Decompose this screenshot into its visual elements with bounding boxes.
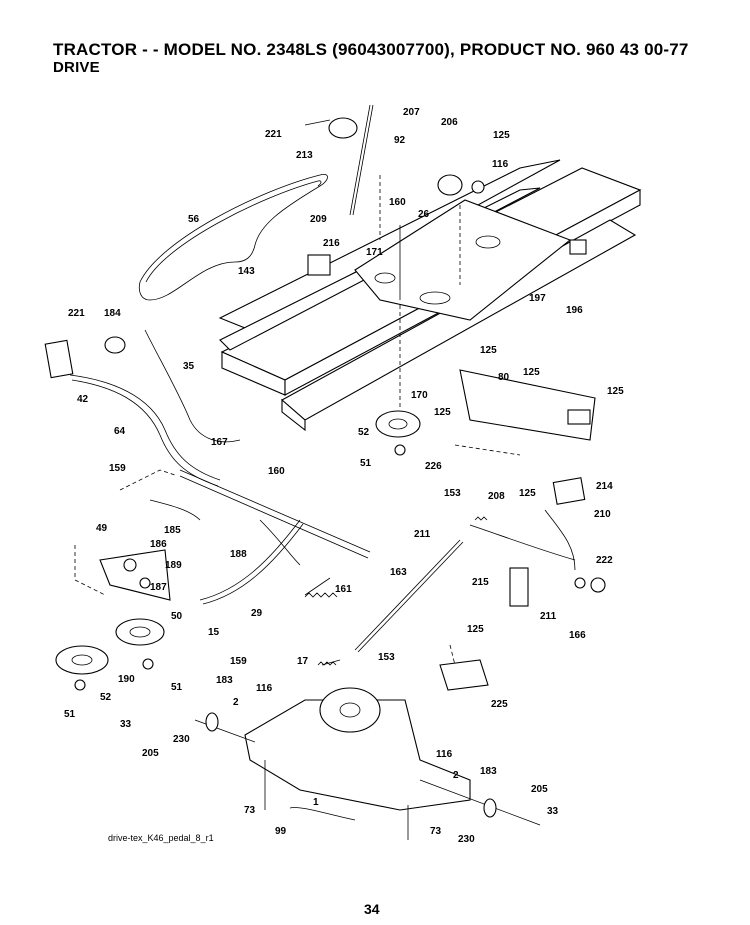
part-label: 205 [531,784,548,795]
part-label: 2 [233,697,239,708]
part-label: 211 [540,611,557,622]
page-title: TRACTOR - - MODEL NO. 2348LS (9604300770… [53,40,689,59]
part-label: 205 [142,748,159,759]
part-label: 49 [96,523,108,534]
part-label: 80 [498,372,510,383]
part-label: 230 [458,834,475,845]
part-label: 125 [467,624,484,635]
part-label: 216 [323,238,340,249]
part-label: 64 [114,426,126,437]
part-label: 207 [403,107,420,118]
part-labels: 221 213 92 207 206 125 116 160 26 209 56… [64,107,624,845]
part-label: 2 [453,770,459,781]
upper-linkage-illustration [304,104,485,300]
part-label: 153 [444,488,461,499]
shift-lever-illustration [44,329,241,487]
part-label: 160 [268,466,285,477]
part-label: 213 [296,150,313,161]
part-label: 170 [411,390,428,401]
part-label: 52 [100,692,112,703]
part-label: 183 [480,766,497,777]
part-label: 51 [360,458,372,469]
part-label: 215 [472,577,489,588]
part-label: 206 [441,117,458,128]
drawing-file-code: drive-tex_K46_pedal_8_r1 [108,833,214,843]
page-number: 34 [364,901,380,917]
part-label: 208 [488,491,505,502]
part-label: 116 [492,159,509,170]
part-label: 214 [596,481,613,492]
section-subtitle: DRIVE [53,59,100,76]
part-label: 221 [265,129,282,140]
part-label: 210 [594,509,611,520]
part-label: 116 [436,749,453,760]
part-label: 159 [230,656,247,667]
part-label: 160 [389,197,406,208]
part-label: 230 [173,734,190,745]
part-label: 50 [171,611,183,622]
part-label: 184 [104,308,121,319]
cross-shaft-illustration [149,469,371,559]
part-label: 73 [430,826,442,837]
part-label: 167 [211,437,228,448]
part-label: 125 [480,345,497,356]
part-label: 52 [358,427,370,438]
part-label: 166 [569,630,586,641]
part-label: 188 [230,549,247,560]
drive-belt-illustration [138,173,328,301]
part-label: 187 [150,582,167,593]
part-label: 163 [390,567,407,578]
part-label: 42 [77,394,89,405]
part-label: 17 [297,656,309,667]
part-label: 209 [310,214,327,225]
pedal-assembly-illustration [439,369,606,691]
part-label: 125 [523,367,540,378]
part-label: 99 [275,826,287,837]
part-label: 33 [547,806,559,817]
part-label: 51 [171,682,183,693]
part-label: 143 [238,266,255,277]
part-label: 211 [414,529,431,540]
part-label: 189 [165,560,182,571]
part-label: 125 [493,130,510,141]
part-label: 226 [425,461,442,472]
part-label: 35 [183,361,195,372]
part-label: 125 [607,386,624,397]
part-label: 186 [150,539,167,550]
part-label: 185 [164,525,181,536]
part-label: 1 [313,797,319,808]
part-label: 171 [366,247,383,258]
part-label: 33 [120,719,132,730]
transaxle-illustration [194,687,541,840]
part-label: 183 [216,675,233,686]
idler-pulleys-illustration [55,410,421,691]
leader-dashes [74,175,521,666]
part-label: 222 [596,555,613,566]
part-label: 125 [434,407,451,418]
part-label: 15 [208,627,220,638]
part-label: 159 [109,463,126,474]
part-label: 161 [335,584,352,595]
springs-illustration [304,516,488,666]
part-label: 225 [491,699,508,710]
part-label: 116 [256,683,273,694]
part-label: 196 [566,305,583,316]
part-label: 29 [251,608,263,619]
part-label: 56 [188,214,200,225]
part-label: 92 [394,135,406,146]
part-label: 197 [529,293,546,304]
part-label: 153 [378,652,395,663]
part-label: 125 [519,488,536,499]
part-label: 190 [118,674,135,685]
part-label: 51 [64,709,76,720]
part-label: 73 [244,805,256,816]
control-rods-illustration [199,519,464,666]
part-label: 26 [418,209,430,220]
frame-illustration [218,159,642,432]
part-label: 221 [68,308,85,319]
